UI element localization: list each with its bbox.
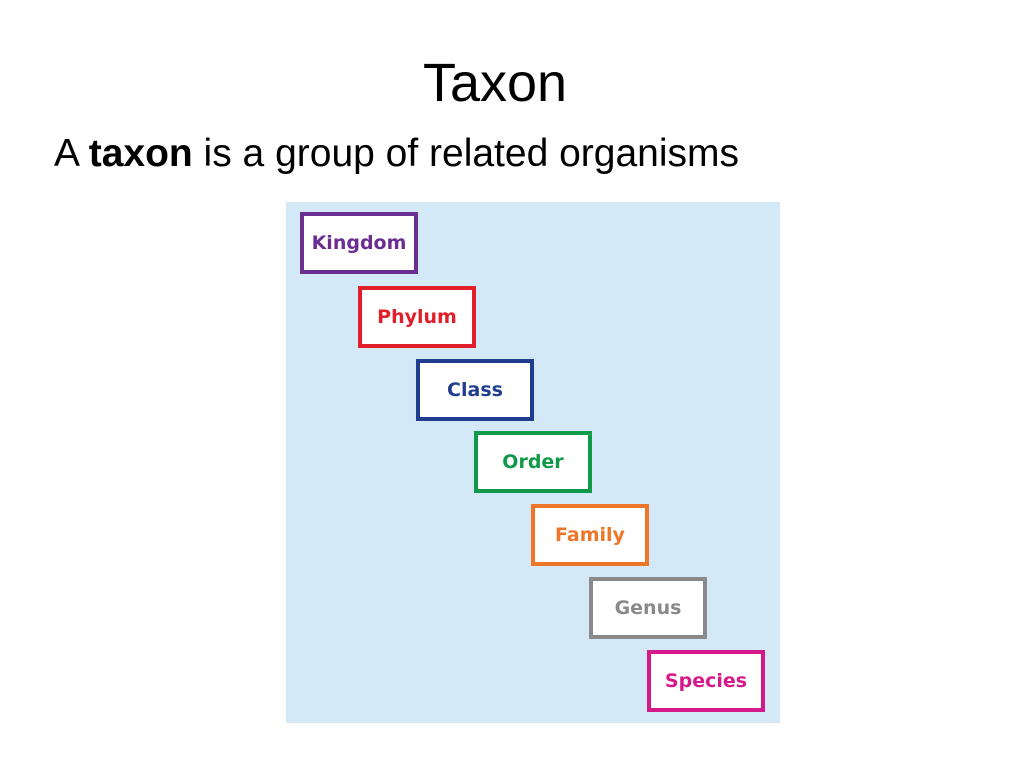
rank-label: Class	[447, 379, 503, 401]
rank-label: Order	[502, 451, 564, 473]
rank-class: Class	[416, 359, 534, 421]
bullet-prefix: A	[54, 132, 89, 175]
rank-phylum: Phylum	[358, 286, 476, 348]
rank-kingdom: Kingdom	[300, 212, 418, 274]
rank-label: Family	[555, 524, 625, 546]
rank-label: Genus	[614, 597, 682, 619]
bullet-suffix: is a group of related organisms	[192, 132, 740, 175]
rank-label: Phylum	[377, 306, 457, 328]
taxonomy-diagram: Kingdom Phylum Class Order Family Genus …	[286, 202, 780, 723]
bullet-bold-term: taxon	[88, 132, 193, 175]
rank-genus: Genus	[589, 577, 707, 639]
rank-label: Kingdom	[311, 232, 407, 254]
slide-title: Taxon	[422, 53, 568, 113]
rank-family: Family	[531, 504, 649, 566]
rank-order: Order	[474, 431, 592, 493]
rank-label: Species	[664, 670, 748, 692]
bullet-text: A taxon is a group of related organisms	[54, 130, 739, 178]
rank-species: Species	[647, 650, 765, 712]
